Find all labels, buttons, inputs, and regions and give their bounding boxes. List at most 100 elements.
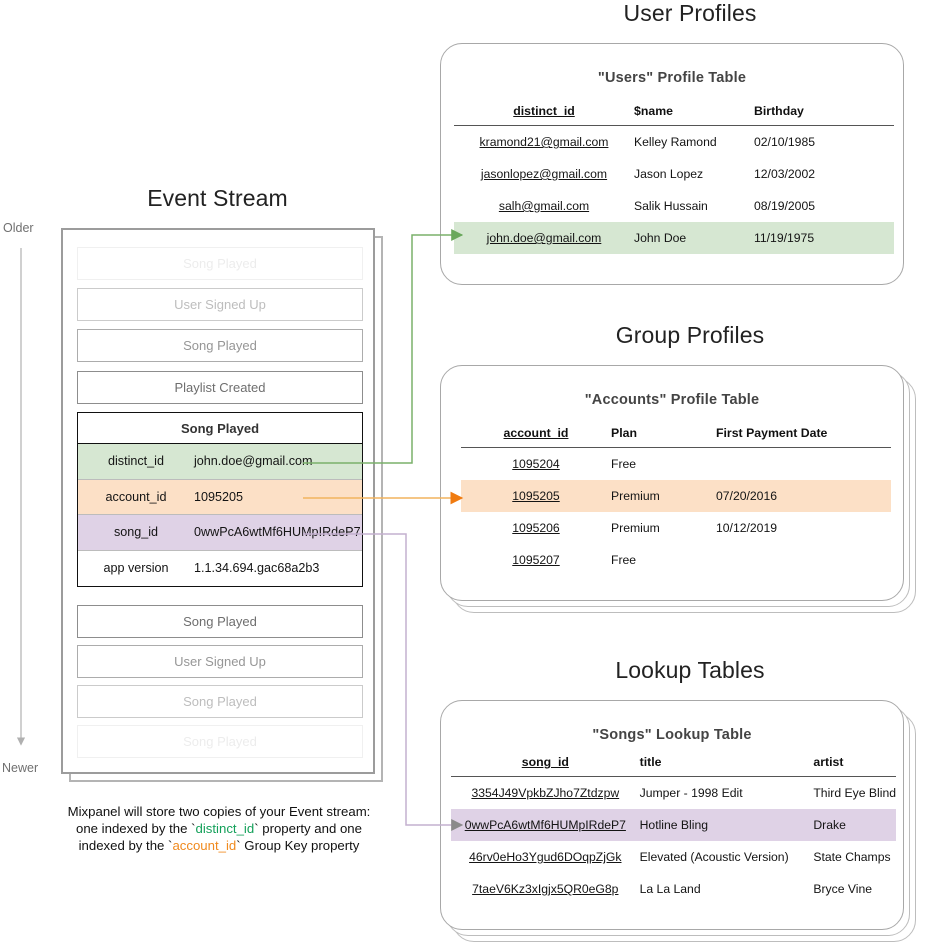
table-header-row: song_id title artist — [451, 753, 896, 777]
event-item[interactable]: User Signed Up — [77, 645, 363, 678]
lookup-tables-card: "Songs" Lookup Table song_id title artis… — [440, 700, 904, 930]
songs-table-title: "Songs" Lookup Table — [592, 727, 752, 743]
cell-artist: Bryce Vine — [813, 882, 873, 896]
event-item[interactable]: User Signed Up — [77, 288, 363, 321]
cell-account-id: 1095204 — [512, 457, 560, 471]
cell-name: Kelley Ramond — [634, 135, 717, 149]
property-value: 1.1.34.694.gac68a2b3 — [194, 561, 320, 576]
table-row-highlighted[interactable]: 0wwPcA6wtMf6HUMpIRdeP7 Hotline Bling Dra… — [451, 809, 896, 841]
column-header-artist: artist — [813, 753, 896, 777]
column-header-plan: Plan — [611, 424, 716, 448]
cell-artist: Drake — [813, 809, 896, 841]
table-row[interactable]: 1095207 Free — [461, 544, 891, 576]
event-item[interactable]: Song Played — [77, 685, 363, 718]
user-profiles-title: User Profiles — [623, 0, 757, 26]
group-profiles-card: "Accounts" Profile Table account_id Plan… — [440, 365, 904, 601]
cell-birthday: 02/10/1985 — [754, 135, 815, 149]
table-row[interactable]: 46rv0eHo3Ygud6DOqpZjGk Elevated (Acousti… — [451, 841, 896, 873]
event-stream-title: Event Stream — [147, 185, 288, 211]
lookup-tables-title: Lookup Tables — [615, 657, 765, 683]
table-row[interactable]: 7taeV6Kz3xIgjx5QR0eG8p La La Land Bryce … — [451, 873, 896, 905]
cell-first-payment-date: 10/12/2019 — [716, 521, 777, 535]
caption-token-account-id: account_id — [172, 838, 237, 853]
event-stream-panel: Song Played User Signed Up Song Played P… — [61, 228, 375, 774]
cell-name: Jason Lopez — [634, 167, 704, 181]
property-key: distinct_id — [107, 454, 164, 469]
cell-title: Jumper - 1998 Edit — [639, 786, 743, 800]
cell-song-id: 0wwPcA6wtMf6HUMpIRdeP7 — [451, 809, 640, 841]
event-property-distinct-id: distinct_id john.doe@gmail.com — [78, 444, 362, 480]
property-key: app version — [103, 561, 169, 576]
users-table-title: "Users" Profile Table — [597, 70, 747, 86]
cell-title: La La Land — [639, 882, 701, 896]
property-key: song_id — [113, 525, 159, 540]
accounts-table-title: "Accounts" Profile Table — [584, 392, 760, 408]
event-property-app-version: app version 1.1.34.694.gac68a2b3 — [78, 550, 362, 586]
caption-line-1: Mixpanel will store two copies of your E… — [67, 804, 371, 819]
caption-line-2: one indexed by the `distinct_id` propert… — [44, 820, 394, 837]
axis-label-newer: Newer — [2, 761, 39, 775]
event-label: User Signed Up — [174, 297, 266, 312]
user-profiles-card: "Users" Profile Table distinct_id $name … — [440, 43, 904, 285]
cell-first-payment-date — [716, 544, 891, 576]
songs-table: song_id title artist 3354J49VpkbZJho7Ztd… — [451, 753, 896, 905]
caption-line-3-pre: indexed by the ` — [78, 838, 173, 853]
cell-birthday: 12/03/2002 — [754, 167, 815, 181]
event-property-account-id: account_id 1095205 — [78, 479, 362, 515]
cell-plan: Free — [611, 553, 637, 567]
caption-line-2-pre: one indexed by the ` — [76, 821, 196, 836]
table-row[interactable]: 1095206 Premium 10/12/2019 — [461, 512, 891, 544]
cell-birthday: 11/19/1975 — [754, 222, 894, 254]
property-value: john.doe@gmail.com — [194, 454, 313, 469]
cell-first-payment-date: 07/20/2016 — [716, 480, 891, 512]
table-row-highlighted[interactable]: 1095205 Premium 07/20/2016 — [461, 480, 891, 512]
cell-distinct-id: kramond21@gmail.com — [479, 135, 609, 149]
cell-distinct-id: salh@gmail.com — [498, 199, 590, 213]
property-key: account_id — [105, 489, 167, 504]
event-item[interactable]: Song Played — [77, 329, 363, 362]
expanded-event-name: Song Played — [78, 413, 362, 444]
cell-plan: Premium — [611, 521, 660, 535]
cell-birthday: 08/19/2005 — [754, 199, 815, 213]
table-header-row: distinct_id $name Birthday — [454, 102, 894, 126]
caption-line-2-post: ` property and one — [254, 821, 362, 836]
cell-plan: Free — [611, 457, 637, 471]
cell-first-payment-date — [716, 448, 891, 481]
event-item[interactable]: Song Played — [77, 605, 363, 638]
column-header-distinct-id: distinct_id — [454, 102, 634, 126]
column-header-title: title — [639, 753, 814, 777]
event-label: Song Played — [183, 694, 257, 709]
event-label: Song Played — [183, 256, 257, 271]
users-table: distinct_id $name Birthday kramond21@gma… — [454, 102, 894, 254]
cell-account-id: 1095205 — [461, 480, 611, 512]
cell-title: Hotline Bling — [639, 809, 814, 841]
table-row[interactable]: 1095204 Free — [461, 448, 891, 481]
column-header-account-id: account_id — [461, 424, 611, 448]
cell-artist: Third Eye Blind — [813, 786, 896, 800]
event-item[interactable]: Song Played — [77, 725, 363, 758]
caption-line-3: indexed by the `account_id` Group Key pr… — [44, 837, 394, 854]
column-header-first-payment-date: First Payment Date — [716, 424, 891, 448]
column-header-song-id: song_id — [451, 753, 640, 777]
cell-account-id: 1095206 — [512, 521, 560, 535]
cell-song-id: 3354J49VpkbZJho7Ztdzpw — [471, 786, 620, 800]
cell-name: Salik Hussain — [634, 199, 708, 213]
group-profiles-title: Group Profiles — [615, 322, 765, 348]
event-item[interactable]: Playlist Created — [77, 371, 363, 404]
table-row-highlighted[interactable]: john.doe@gmail.com John Doe 11/19/1975 — [454, 222, 894, 254]
event-label: Song Played — [183, 338, 257, 353]
table-row[interactable]: jasonlopez@gmail.com Jason Lopez 12/03/2… — [454, 158, 894, 190]
table-row[interactable]: salh@gmail.com Salik Hussain 08/19/2005 — [454, 190, 894, 222]
event-label: Song Played — [183, 734, 257, 749]
event-label: User Signed Up — [174, 654, 266, 669]
cell-account-id: 1095207 — [512, 553, 560, 567]
property-value: 1095205 — [194, 489, 244, 504]
expanded-event-card[interactable]: Song Played distinct_id john.doe@gmail.c… — [77, 412, 363, 587]
table-row[interactable]: kramond21@gmail.com Kelley Ramond 02/10/… — [454, 126, 894, 159]
caption: Mixpanel will store two copies of your E… — [44, 803, 394, 854]
caption-token-distinct-id: distinct_id — [195, 821, 255, 836]
cell-name: John Doe — [634, 222, 754, 254]
table-header-row: account_id Plan First Payment Date — [461, 424, 891, 448]
event-item[interactable]: Song Played — [77, 247, 363, 280]
table-row[interactable]: 3354J49VpkbZJho7Ztdzpw Jumper - 1998 Edi… — [451, 777, 896, 810]
